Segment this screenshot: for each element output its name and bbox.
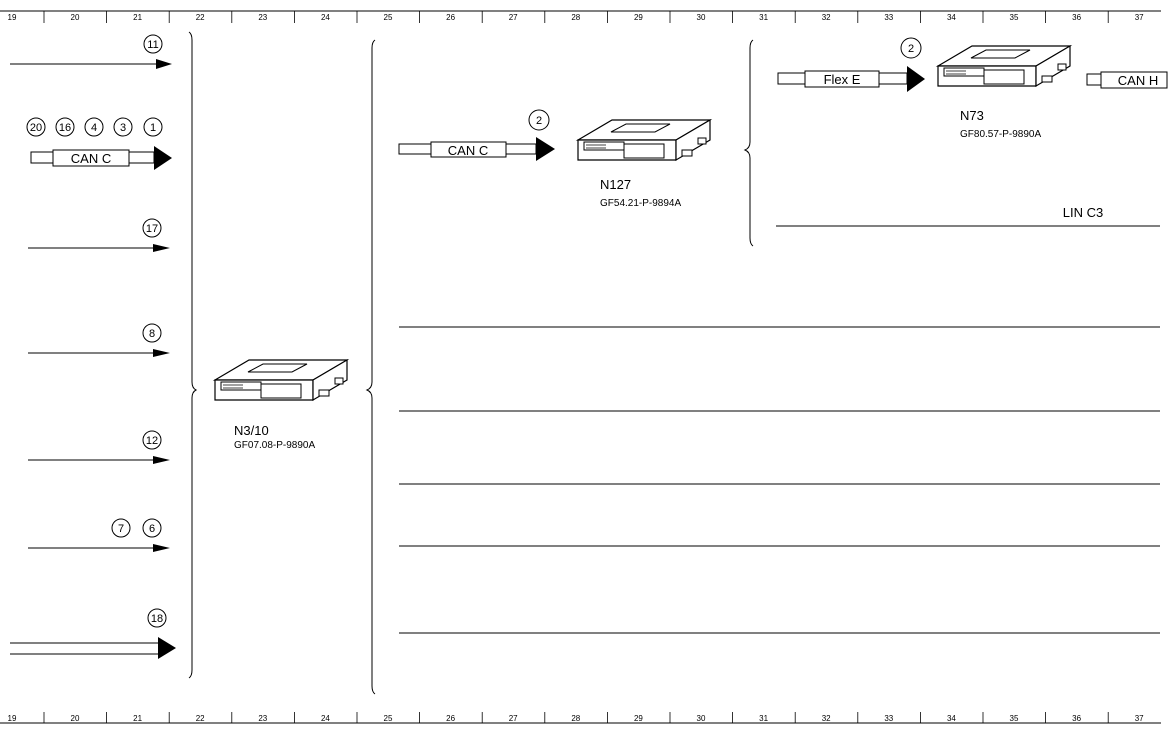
signal-arrow-18: 18 (10, 608, 176, 659)
ruler-column-number: 33 (884, 13, 893, 22)
ruler-column-number: 25 (384, 714, 393, 723)
bus-lines (399, 326, 1160, 634)
bottom-ruler: 19 20 21 22 23 24 25 26 27 28 29 30 31 32 33 34 35 36 37 (0, 712, 1161, 724)
circle-number: 8 (149, 328, 155, 340)
signal-arrow-8: 8 (28, 323, 170, 357)
circle-number: 3 (120, 122, 126, 134)
ruler-column-number: 20 (71, 714, 80, 723)
circle-number: 17 (146, 223, 158, 235)
ruler-column-number: 28 (571, 714, 580, 723)
component-code: GF54.21-P-9894A (600, 198, 681, 209)
ruler-column-number: 36 (1072, 13, 1081, 22)
ruler-column-number: 33 (884, 714, 893, 723)
ruler-column-number: 31 (759, 714, 768, 723)
ruler-column-number: 26 (446, 13, 455, 22)
top-ruler: 19 20 21 22 23 24 25 26 27 28 29 30 31 32 33 34 35 36 37 (0, 10, 1161, 23)
ruler-column-number: 28 (571, 13, 580, 22)
component-code: GF07.08-P-9890A (234, 440, 315, 451)
component-name: N127 (600, 177, 631, 192)
ruler-column-number: 19 (8, 13, 17, 22)
ruler-column-number: 23 (258, 13, 267, 22)
bus-label: CAN H (1118, 73, 1158, 88)
right-brace (743, 39, 754, 247)
module-n3-10: N3/10 GF07.08-P-9890A (214, 359, 348, 451)
ruler-column-number: 36 (1072, 714, 1081, 723)
ruler-column-number: 31 (759, 13, 768, 22)
ruler-column-number: 32 (822, 13, 831, 22)
ruler-column-number: 26 (446, 714, 455, 723)
circle-number: 18 (151, 613, 163, 625)
circle-number: 4 (91, 122, 97, 134)
circle-number: 1 (150, 122, 156, 134)
bus-label: CAN C (71, 151, 111, 166)
ruler-column-number: 29 (634, 13, 643, 22)
left-brace (188, 31, 198, 679)
ruler-column-number: 27 (509, 13, 518, 22)
component-code: GF80.57-P-9890A (960, 129, 1041, 140)
ruler-column-number: 37 (1135, 714, 1144, 723)
bus-label: CAN C (448, 143, 488, 158)
circle-number: 12 (146, 435, 158, 447)
ruler-column-number: 29 (634, 714, 643, 723)
left-arrow-group: 11 20 16 4 3 1 CAN C 17 (10, 34, 176, 659)
ruler-column-number: 30 (697, 714, 706, 723)
circle-number: 11 (147, 39, 158, 51)
ruler-column-number: 34 (947, 714, 956, 723)
can-c-arrow-n127: CAN C 2 (398, 109, 555, 161)
component-name: N3/10 (234, 423, 269, 438)
ruler-column-number: 35 (1010, 714, 1019, 723)
ruler-column-number: 23 (258, 714, 267, 723)
circle-number: 6 (149, 523, 155, 535)
ruler-column-number: 37 (1135, 13, 1144, 22)
component-name: N73 (960, 108, 984, 123)
signal-arrow-7-6: 7 6 (28, 518, 170, 552)
ruler-column-number: 24 (321, 714, 330, 723)
ruler-column-number: 22 (196, 714, 205, 723)
module-n73: N73 GF80.57-P-9890A (937, 45, 1071, 140)
ruler-column-number: 24 (321, 13, 330, 22)
circle-number: 16 (59, 122, 71, 134)
ruler-column-number: 34 (947, 13, 956, 22)
ruler-column-number: 19 (8, 714, 17, 723)
signal-arrow-17: 17 (28, 218, 170, 252)
ruler-column-number: 30 (697, 13, 706, 22)
ruler-column-number: 35 (1010, 13, 1019, 22)
circle-number: 20 (30, 122, 42, 134)
ruler-column-number: 27 (509, 714, 518, 723)
can-h-connector: CAN H (1086, 71, 1168, 89)
ruler-column-number: 20 (71, 13, 80, 22)
ruler-column-number: 21 (133, 13, 142, 22)
ruler-column-number: 21 (133, 714, 142, 723)
signal-arrow-12: 12 (28, 430, 170, 464)
ruler-column-number: 32 (822, 714, 831, 723)
circle-number: 7 (118, 523, 124, 535)
lin-c3-label: LIN C3 (1063, 205, 1103, 220)
signal-arrow-11: 11 (10, 34, 172, 69)
circle-number: 2 (536, 115, 542, 127)
ruler-column-number: 25 (384, 13, 393, 22)
middle-brace (365, 39, 376, 695)
module-n127: N127 GF54.21-P-9894A (577, 119, 711, 209)
ruler-column-number: 22 (196, 13, 205, 22)
can-c-arrow-left: 20 16 4 3 1 CAN C (26, 117, 172, 170)
flex-e-arrow-n73: Flex E 2 (777, 37, 925, 92)
bus-label: Flex E (824, 72, 861, 87)
circle-number: 2 (908, 43, 914, 55)
